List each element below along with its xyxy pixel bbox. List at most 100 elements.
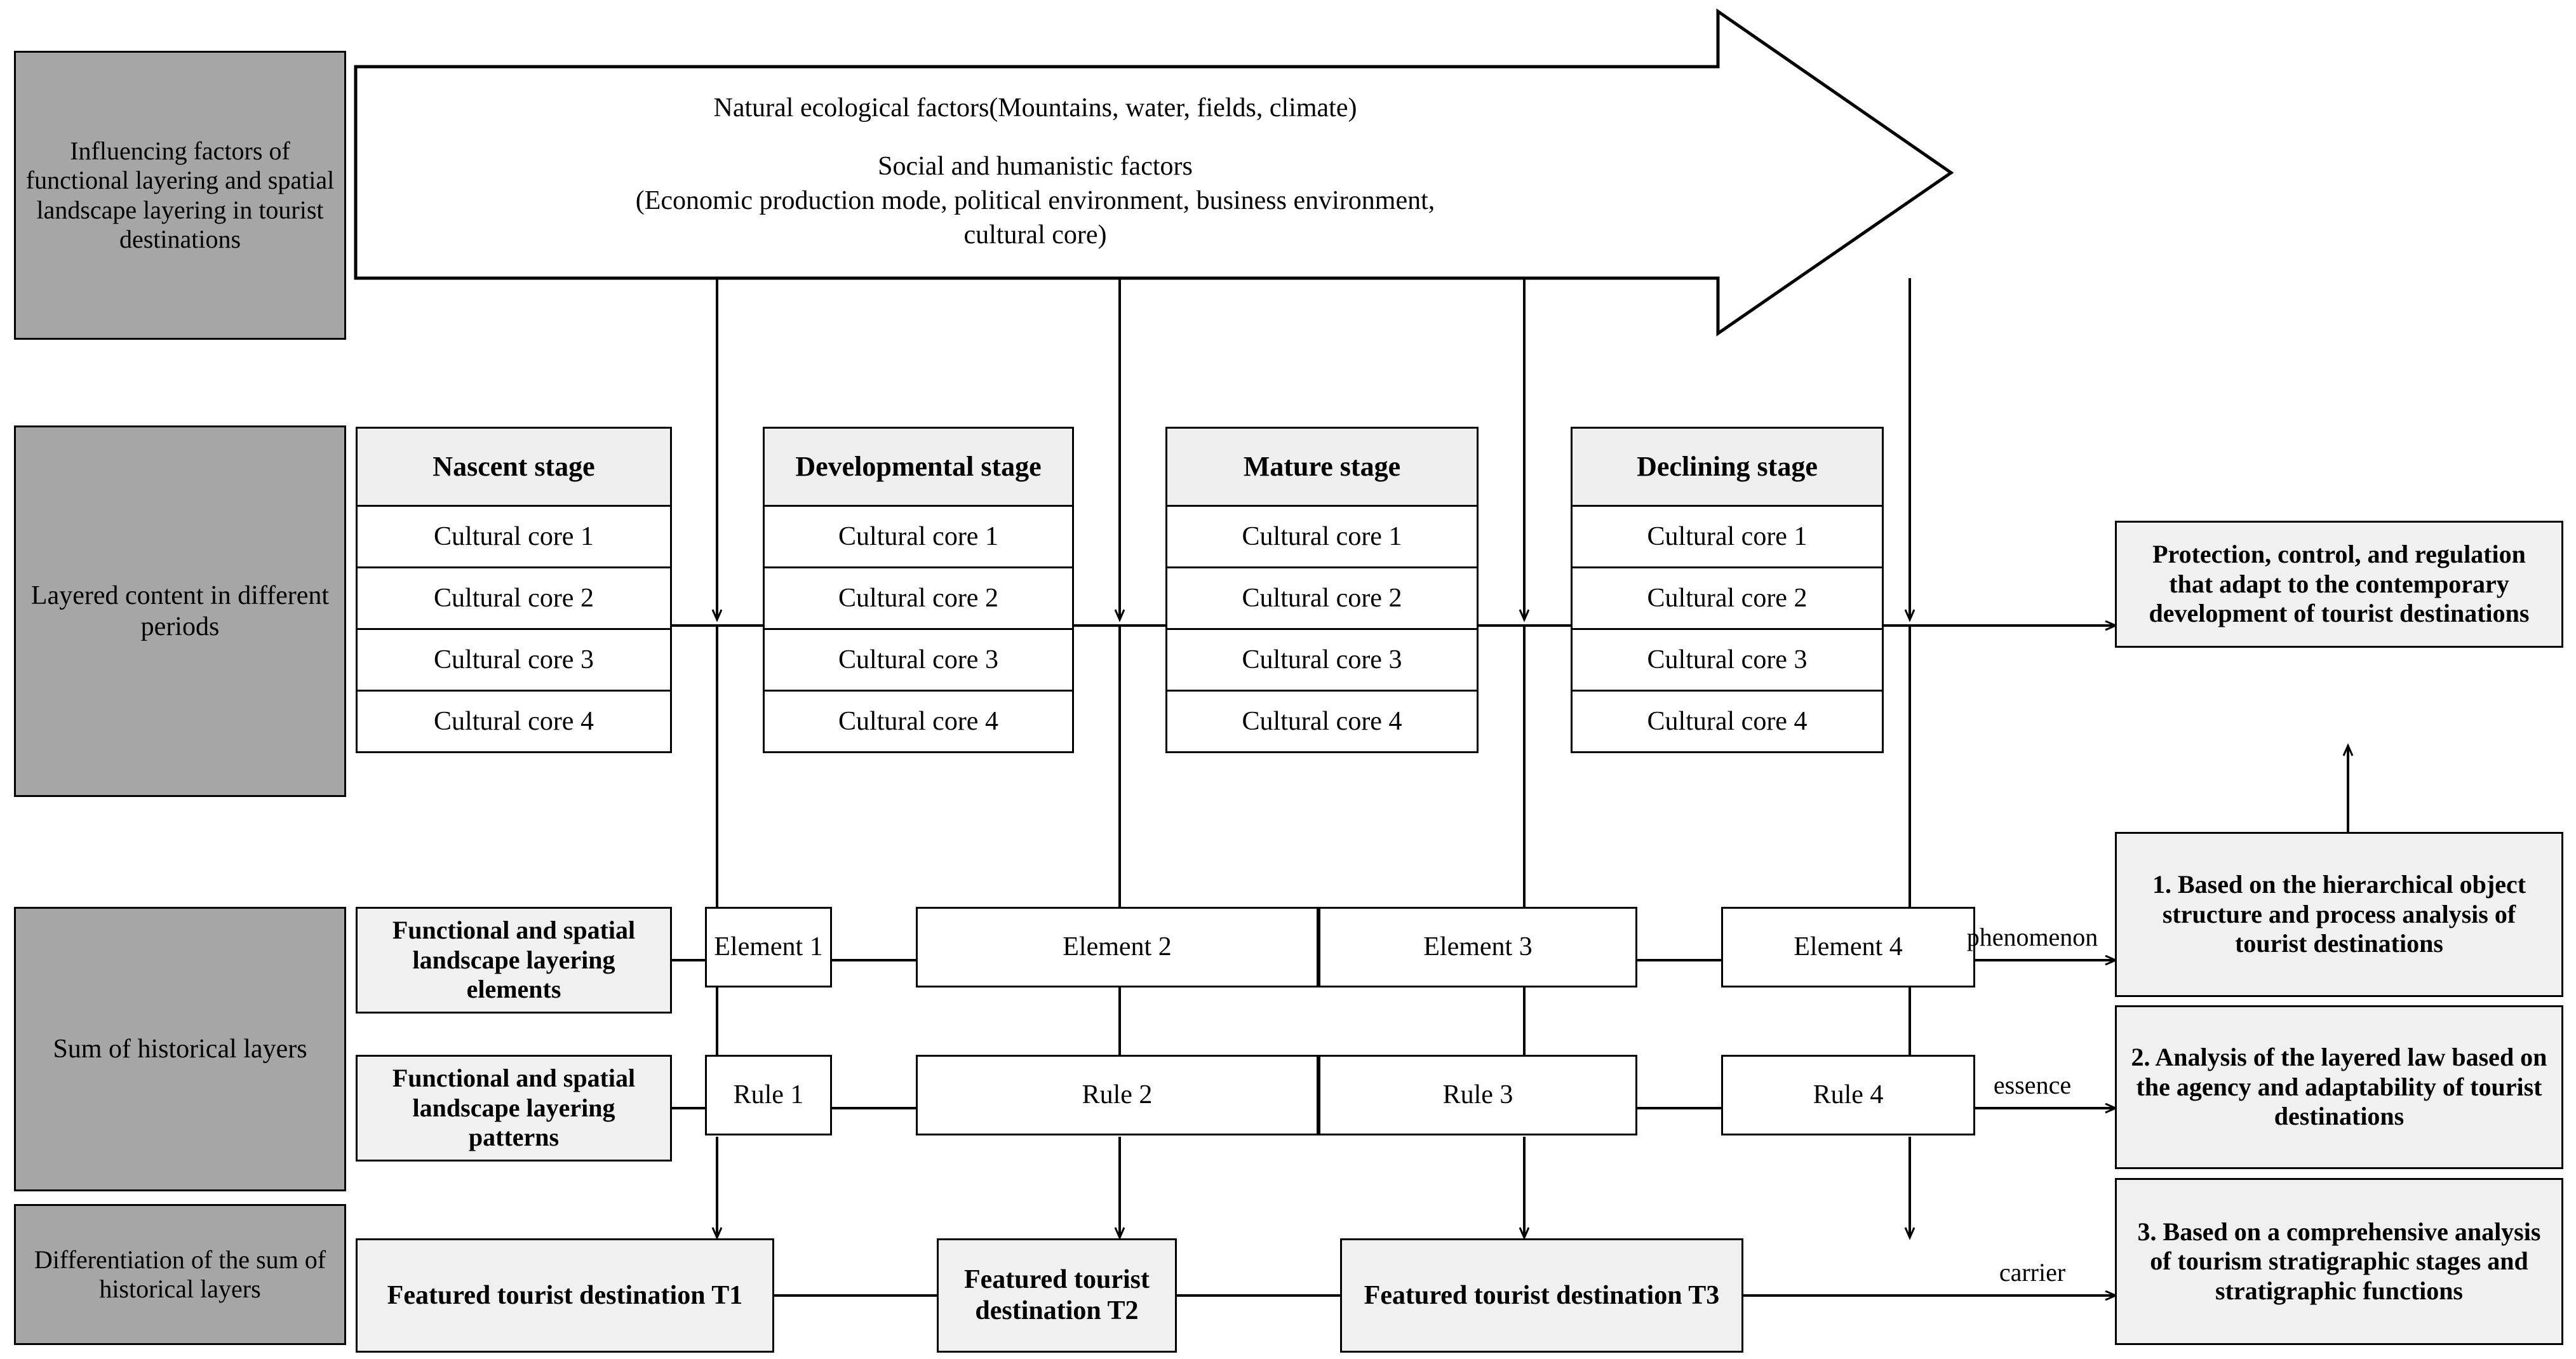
banner-text: Social and humanistic factors: [878, 152, 1193, 181]
conclusion-text: 2. Analysis of the layered law based on …: [2131, 1043, 2547, 1131]
elements-caption-text: Functional and spatial landscape layerin…: [392, 916, 636, 1004]
stage-cell-text: Cultural core 2: [838, 584, 998, 613]
stage-cell: Cultural core 1: [1571, 507, 1884, 568]
connector-label-carrier: carrier: [1956, 1257, 2109, 1287]
stage-cell: Cultural core 2: [763, 568, 1074, 630]
stage-cell-text: Cultural core 4: [1242, 707, 1402, 736]
stage-cell: Cultural core 4: [1165, 692, 1479, 753]
connector-label-text: essence: [1993, 1071, 2072, 1099]
stage-cell-text: Cultural core 2: [1647, 584, 1808, 613]
stage-cell: Cultural core 1: [356, 507, 672, 568]
stage-cell: Cultural core 4: [763, 692, 1074, 753]
banner-text: cultural core): [963, 220, 1107, 250]
rule-box-2: Rule 2: [916, 1055, 1318, 1135]
element-box-4: Element 4: [1721, 907, 1975, 987]
element-label: Element 4: [1794, 932, 1903, 962]
conclusion-box-2: 2. Analysis of the layered law based on …: [2115, 1005, 2563, 1169]
stage-cell-text: Cultural core 1: [1242, 522, 1402, 551]
banner-line-4: cultural core): [381, 220, 1689, 251]
stage-cell: Cultural core 1: [763, 507, 1074, 568]
banner-text: Natural ecological factors(Mountains, wa…: [713, 93, 1357, 123]
row-label-text: Influencing factors of functional layeri…: [25, 136, 335, 253]
connector-label-text: phenomenon: [1966, 923, 2098, 951]
banner-line-1: Natural ecological factors(Mountains, wa…: [381, 93, 1689, 124]
element-box-3: Element 3: [1318, 907, 1637, 987]
element-box-1: Element 1: [705, 907, 832, 987]
stage-cell-text: Cultural core 2: [1242, 584, 1402, 613]
row-label-sum-historical: Sum of historical layers: [14, 907, 346, 1191]
stage-cell-text: Cultural core 2: [434, 584, 594, 613]
stage-cell-text: Cultural core 3: [838, 645, 998, 674]
stage-cell: Cultural core 3: [356, 630, 672, 692]
patterns-caption-box: Functional and spatial landscape layerin…: [356, 1055, 672, 1162]
banner-line-3: (Economic production mode, political env…: [381, 185, 1689, 217]
stage-title: Developmental stage: [763, 427, 1074, 507]
rule-label: Rule 2: [1082, 1080, 1153, 1110]
element-label: Element 2: [1063, 932, 1172, 962]
row-label-text: Layered content in different periods: [30, 580, 330, 641]
stage-cell-text: Cultural core 3: [1647, 645, 1808, 674]
banner-text: (Economic production mode, political env…: [635, 186, 1435, 215]
rule-box-4: Rule 4: [1721, 1055, 1975, 1135]
stage-cell-text: Cultural core 1: [1647, 522, 1808, 551]
row-label-layered-content: Layered content in different periods: [14, 425, 346, 797]
connector-label-text: carrier: [1999, 1258, 2066, 1287]
conclusion-box-3: 3. Based on a comprehensive analysis of …: [2115, 1178, 2563, 1345]
stage-title: Declining stage: [1571, 427, 1884, 507]
elements-caption-box: Functional and spatial landscape layerin…: [356, 907, 672, 1014]
stage-cell: Cultural core 3: [1165, 630, 1479, 692]
stage-cell-text: Cultural core 4: [838, 707, 998, 736]
rule-box-3: Rule 3: [1318, 1055, 1637, 1135]
conclusion-text: 3. Based on a comprehensive analysis of …: [2137, 1217, 2541, 1305]
stage-cell: Cultural core 2: [356, 568, 672, 630]
stage-cell: Cultural core 3: [763, 630, 1074, 692]
stage-title-text: Declining stage: [1637, 450, 1818, 482]
row-label-text: Differentiation of the sum of historical…: [34, 1245, 326, 1303]
destination-box-t2: Featured tourist destination T2: [937, 1238, 1177, 1353]
rule-label: Rule 4: [1813, 1080, 1884, 1110]
element-box-2: Element 2: [916, 907, 1318, 987]
destination-box-t1: Featured tourist destination T1: [356, 1238, 774, 1353]
stage-column-declining: Declining stage Cultural core 1 Cultural…: [1571, 427, 1884, 753]
rule-box-1: Rule 1: [705, 1055, 832, 1135]
patterns-caption-text: Functional and spatial landscape layerin…: [392, 1064, 636, 1152]
destination-label: Featured tourist destination T3: [1364, 1280, 1720, 1310]
outcome-box-text: Protection, control, and regulation that…: [2149, 540, 2530, 628]
element-label: Element 3: [1423, 932, 1533, 962]
destination-label: Featured tourist destination T2: [963, 1265, 1150, 1325]
stage-cell: Cultural core 2: [1571, 568, 1884, 630]
stage-title: Mature stage: [1165, 427, 1479, 507]
stage-title-text: Mature stage: [1243, 450, 1401, 482]
stage-column-developmental: Developmental stage Cultural core 1 Cult…: [763, 427, 1074, 753]
destination-box-t3: Featured tourist destination T3: [1340, 1238, 1743, 1353]
destination-label: Featured tourist destination T1: [387, 1280, 743, 1310]
stage-cell: Cultural core 4: [356, 692, 672, 753]
stage-cell: Cultural core 1: [1165, 507, 1479, 568]
stage-cell-text: Cultural core 4: [434, 707, 594, 736]
element-label: Element 1: [714, 932, 823, 962]
row-label-text: Sum of historical layers: [53, 1034, 307, 1064]
stage-title-text: Nascent stage: [433, 450, 595, 482]
stage-cell-text: Cultural core 3: [1242, 645, 1402, 674]
stage-cell-text: Cultural core 4: [1647, 707, 1808, 736]
stage-column-nascent: Nascent stage Cultural core 1 Cultural c…: [356, 427, 672, 753]
rule-label: Rule 1: [733, 1080, 804, 1110]
stage-title: Nascent stage: [356, 427, 672, 507]
conclusion-box-1: 1. Based on the hierarchical object stru…: [2115, 832, 2563, 997]
banner-line-2: Social and humanistic factors: [381, 151, 1689, 183]
row-label-differentiation: Differentiation of the sum of historical…: [14, 1204, 346, 1345]
connector-label-essence: essence: [1956, 1070, 2109, 1100]
conclusion-text: 1. Based on the hierarchical object stru…: [2152, 870, 2526, 958]
stage-cell: Cultural core 2: [1165, 568, 1479, 630]
stage-cell: Cultural core 4: [1571, 692, 1884, 753]
stage-cell-text: Cultural core 1: [434, 522, 594, 551]
stage-column-mature: Mature stage Cultural core 1 Cultural co…: [1165, 427, 1479, 753]
stage-cell-text: Cultural core 1: [838, 522, 998, 551]
stage-title-text: Developmental stage: [795, 450, 1042, 482]
stage-cell: Cultural core 3: [1571, 630, 1884, 692]
connector-label-phenomenon: phenomenon: [1943, 922, 2121, 952]
row-label-influencing-factors: Influencing factors of functional layeri…: [14, 51, 346, 340]
stage-cell-text: Cultural core 3: [434, 645, 594, 674]
outcome-box: Protection, control, and regulation that…: [2115, 521, 2563, 648]
